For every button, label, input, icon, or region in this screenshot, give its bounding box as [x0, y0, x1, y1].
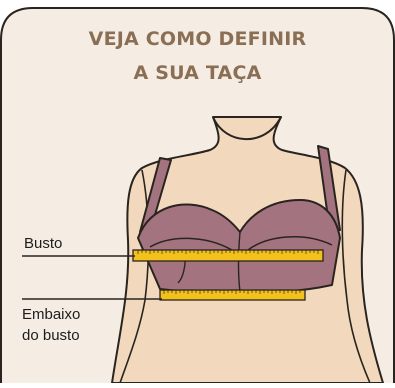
page-title: VEJA COMO DEFINIR A SUA TAÇA: [0, 22, 395, 90]
underbust-label-line-2: do busto: [22, 327, 80, 344]
underbust-label-line-1: Embaixo: [22, 306, 81, 323]
underbust-tape: [159, 289, 306, 301]
bust-label: Busto: [24, 235, 63, 252]
bra: [137, 145, 341, 294]
bust-tape: [132, 249, 324, 262]
title-line-1: VEJA COMO DEFINIR: [88, 28, 307, 50]
title-line-2: A SUA TAÇA: [133, 62, 262, 84]
